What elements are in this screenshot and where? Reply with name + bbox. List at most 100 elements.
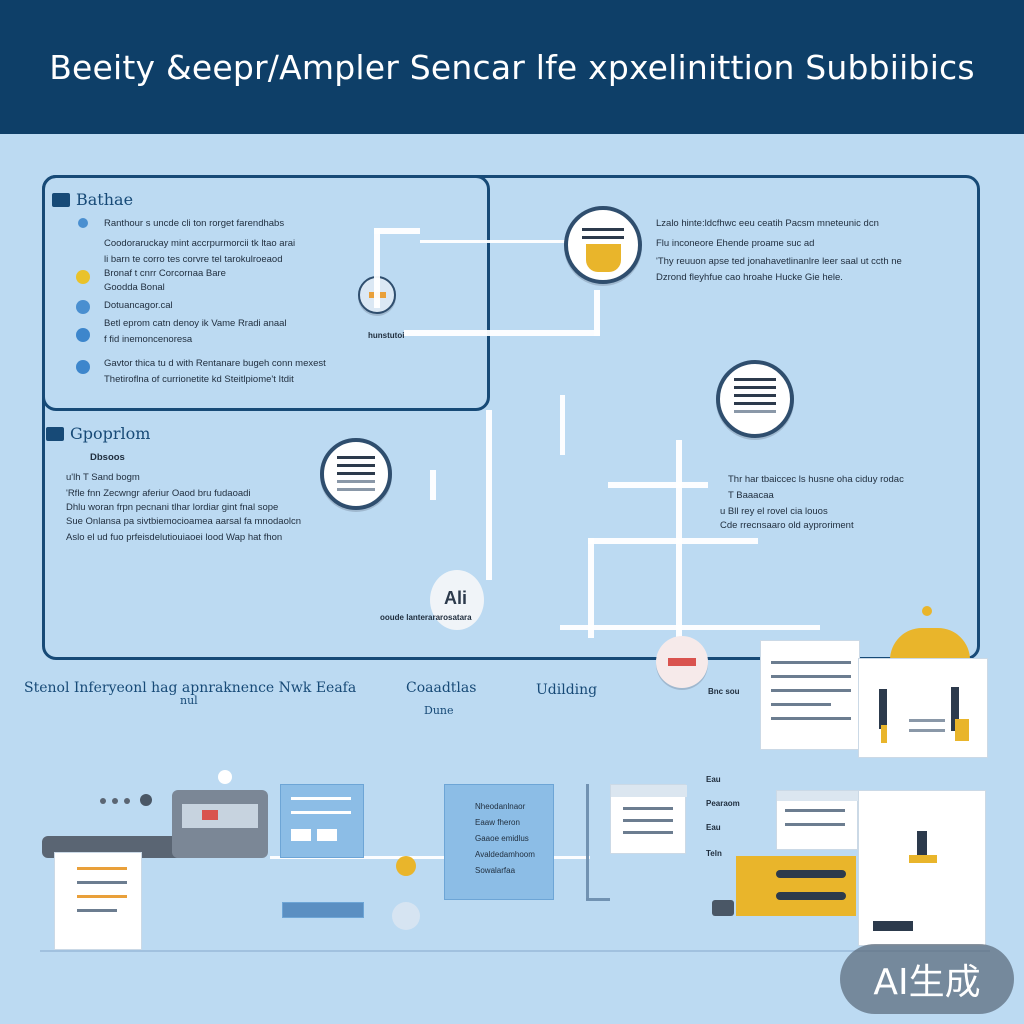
top-line-2: Coodoraruckay mint accrpurmorcii tk ltao…	[104, 238, 296, 249]
document-caption: ooude lanterararosatara	[380, 613, 472, 622]
power-icon	[140, 794, 152, 806]
top-line-10: Thetiroflna of currionetite kd Steitlpio…	[104, 374, 294, 385]
workflow-connector	[270, 856, 590, 859]
diagram-frame	[42, 175, 980, 660]
top-line-6: Dotuancagor.cal	[104, 300, 173, 311]
mid-line-4: Sue Onlansa pa sivtbiemocioamea aarsal f…	[66, 516, 301, 527]
connector-line	[420, 240, 570, 243]
drop-icon	[76, 360, 90, 374]
list-item: Sowalarfaa	[475, 866, 516, 875]
panel-card	[776, 790, 859, 850]
right-mid-line-4: Cde rrecnsaaro old ayproriment	[720, 520, 854, 531]
gear-icon	[656, 636, 708, 688]
connector-line	[594, 290, 600, 336]
workflow-connector	[586, 898, 610, 901]
lamp-dot-icon	[922, 606, 932, 616]
top-section-title-text: Bathae	[76, 190, 134, 209]
team-card	[858, 658, 988, 758]
right-mid-line-1: Thr har tbaiccec ls husne oha ciduy roda…	[728, 474, 904, 485]
right-label: Eau	[706, 775, 721, 784]
box-icon	[712, 900, 734, 916]
right-top-line-3: 'Thy reuuon apse ted jonahavetlinanlre l…	[656, 256, 902, 267]
right-label: Eau	[706, 823, 721, 832]
scanner-icon	[172, 790, 268, 858]
indicator-dot-icon	[100, 798, 106, 804]
connector-line	[588, 538, 594, 638]
right-top-line-1: Lzalo hinte:ldcfhwc eeu ceatih Pacsm mne…	[656, 218, 879, 229]
connector-line	[560, 395, 565, 455]
document-icon: Ali	[430, 570, 484, 630]
connector-line	[608, 482, 708, 488]
top-line-1: Ranthour s uncde cli ton rorget farendha…	[104, 218, 285, 229]
list-item: Nheodanlnaor	[475, 802, 526, 811]
mid-line-3: Dhlu woran frpn pecnani tlhar lordiar gi…	[66, 502, 279, 513]
lamp-icon	[890, 628, 970, 660]
bottom-label-left-sub: nul	[180, 694, 198, 707]
submit-button-icon	[282, 902, 364, 918]
bottom-label-middle-sub: Dune	[424, 704, 454, 717]
indicator-dot-icon	[112, 798, 118, 804]
mid-subtitle: Dbsoos	[90, 452, 125, 463]
right-mid-line-3: u Bll rey el rovel cia louos	[720, 506, 828, 517]
list-item: Avaldedamhoom	[475, 850, 535, 859]
right-top-line-2: Flu inconeore Ehende proame suc ad	[656, 238, 815, 249]
mid-section-title: Gpoprlom	[46, 424, 150, 443]
folder-icon	[46, 426, 64, 441]
mid-section-title-text: Gpoprlom	[70, 424, 151, 443]
checklist-badge-icon	[320, 438, 392, 510]
top-line-4: Bronaf t cnrr Corcornaa Bare	[104, 268, 226, 279]
connector-line	[404, 330, 600, 336]
top-line-9: Gavtor thica tu d with Rentanare bugeh c…	[104, 358, 326, 369]
document-letters: Ali	[444, 588, 468, 608]
pipeline-block	[736, 856, 856, 916]
top-section-frame	[42, 175, 490, 411]
list-screen-card: Nheodanlnaor Eaaw fheron Gaaoe emidlus A…	[444, 784, 554, 900]
sun-icon	[76, 270, 90, 284]
page-title: Beeity &eepr/Ampler Sencar lfe xpxelinit…	[49, 47, 975, 87]
knob-icon	[218, 770, 232, 784]
bottom-label-left: Stenol Inferyeonl hag apnraknence Nwk Ee…	[24, 680, 357, 696]
right-mid-line-2: T Baaacaa	[728, 490, 774, 501]
workflow-connector	[586, 784, 589, 900]
top-line-8: f fid inemoncenoresa	[104, 334, 193, 345]
mid-line-5: Aslo el ud fuo prfeisdelutiouiaoei lood …	[66, 532, 283, 543]
bottom-label-right: Udilding	[536, 682, 598, 698]
connector-line	[486, 410, 492, 580]
connector-line	[374, 228, 420, 234]
connector-line	[588, 538, 758, 544]
top-line-7: Betl eprom catn denoy ik Vame Rradi anaa…	[104, 318, 287, 329]
printout-card	[54, 852, 142, 950]
connector-line	[560, 625, 820, 630]
people-card	[858, 790, 986, 946]
indicator-dot-icon	[124, 798, 130, 804]
list-item: Eaaw fheron	[475, 818, 520, 827]
connector-line	[676, 440, 682, 650]
mid-line-2: 'Rfle fnn Zecwngr aferiur Oaod bru fudao…	[66, 488, 251, 499]
connector-line	[374, 228, 380, 308]
bullet-icon	[78, 218, 88, 228]
connector-label: hunstutoi	[368, 331, 405, 340]
top-line-3: li barn te corro tes corvre tel tarokulr…	[104, 254, 283, 265]
list-item: Gaaoe emidlus	[475, 834, 529, 843]
drop-icon	[76, 328, 90, 342]
right-top-line-4: Dzrond fleyhfue cao hroahe Hucke Gie hel…	[656, 272, 843, 283]
person-icon	[396, 856, 416, 876]
folder-icon	[52, 192, 70, 207]
right-label: Pearaom	[706, 799, 740, 808]
mid-line-1: u'lh T Sand bogm	[66, 472, 140, 483]
gear-caption: Bnc sou	[708, 687, 740, 696]
top-line-5: Goodda Bonal	[104, 282, 165, 293]
top-section-title: Bathae	[52, 190, 133, 209]
drop-icon	[76, 300, 90, 314]
baseline-line	[40, 950, 990, 952]
bottom-label-middle: Coaadtlas	[406, 680, 477, 696]
badge-icon	[392, 902, 420, 930]
list-badge-icon	[716, 360, 794, 438]
header-bar: Beeity &eepr/Ampler Sencar lfe xpxelinit…	[0, 0, 1024, 134]
window-card	[610, 784, 687, 854]
connector-line	[430, 470, 436, 500]
document-badge-icon	[564, 206, 642, 284]
ai-watermark: AI生成	[840, 944, 1014, 1014]
form-card	[760, 640, 860, 750]
right-label: Teln	[706, 849, 722, 858]
